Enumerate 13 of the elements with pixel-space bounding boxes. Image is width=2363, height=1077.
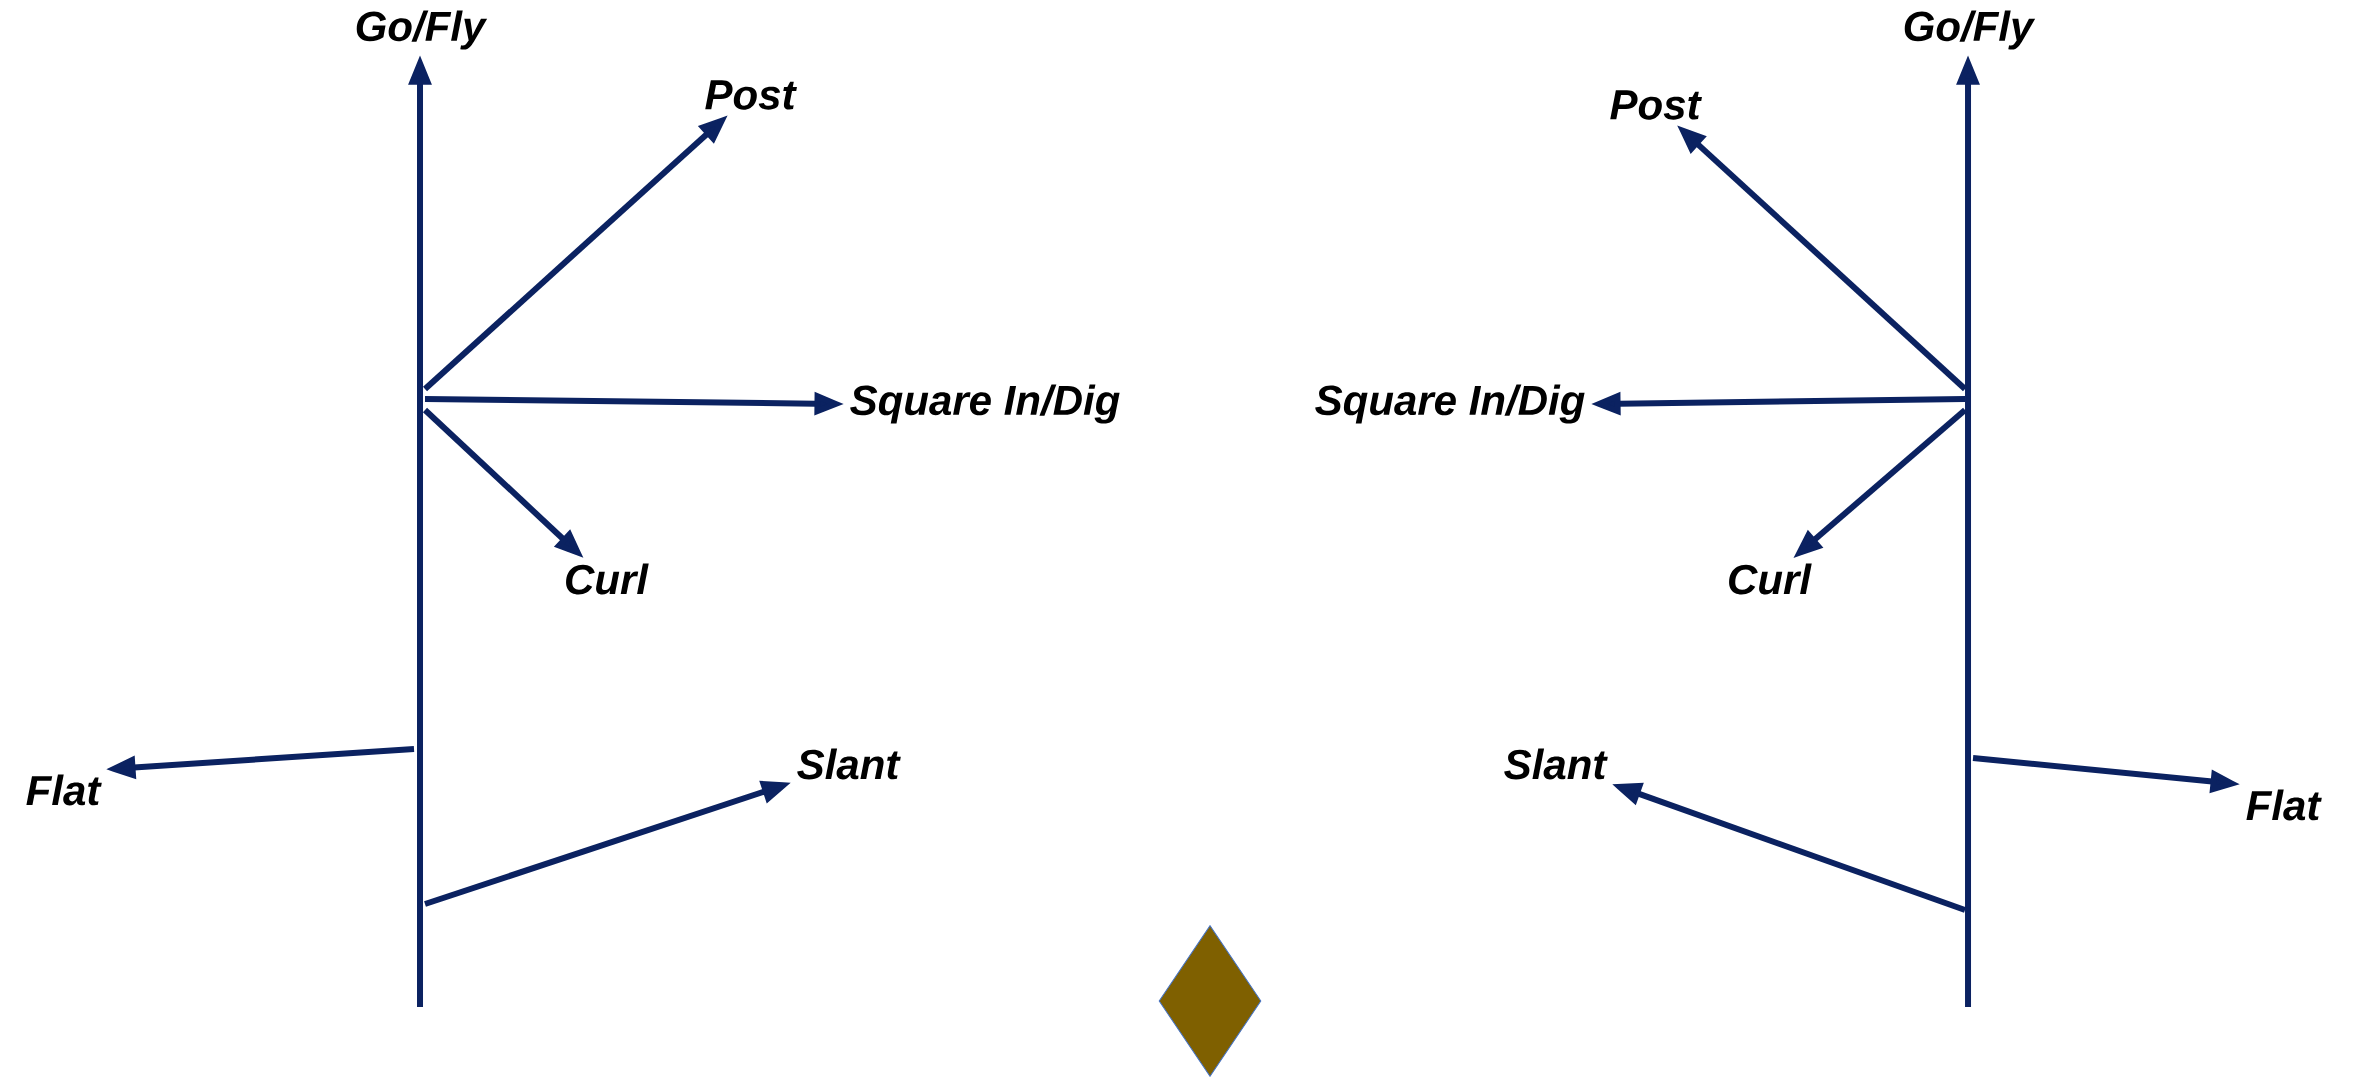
route-label: Curl — [1729, 563, 1812, 595]
route-label: Square In/Dig — [850, 384, 1120, 424]
route-label: Post — [705, 80, 797, 110]
diamond-marker — [1158, 925, 1262, 1077]
route-label: Flat — [2246, 789, 2322, 821]
route-label: Slant — [797, 748, 901, 780]
route-label: Slant — [1504, 748, 1608, 780]
route-label: Go/Fly — [1904, 10, 2036, 50]
route-label: Flat — [26, 774, 102, 806]
route-label: Go/Fly — [356, 10, 488, 50]
route-label: Post — [1610, 90, 1702, 120]
route-label: Curl — [566, 563, 649, 595]
route-label: Square In/Dig — [1315, 384, 1585, 424]
